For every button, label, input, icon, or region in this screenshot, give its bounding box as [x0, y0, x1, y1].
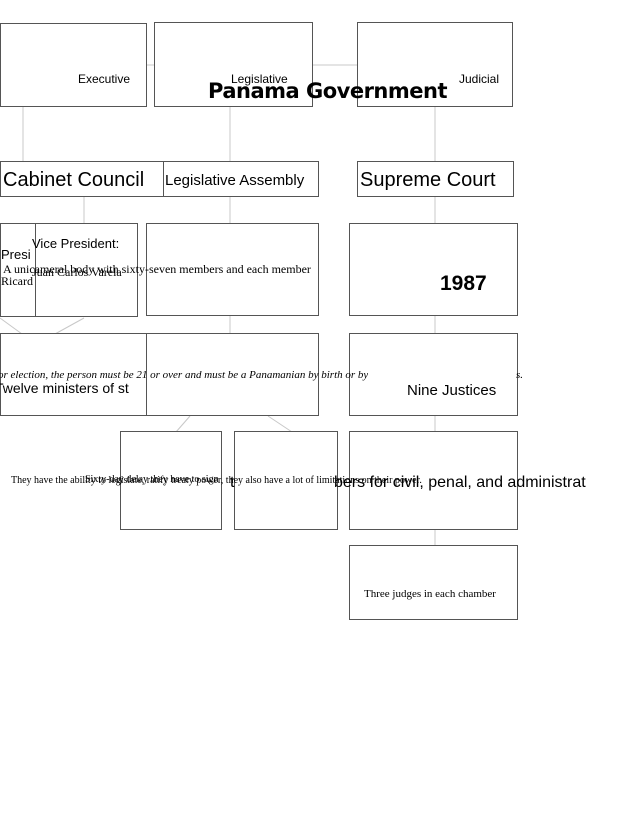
overlap-char: t — [230, 474, 235, 491]
vice-president-name: Juan Carlos Varela — [32, 265, 122, 279]
cabinet-council-label: Cabinet Council — [3, 169, 145, 191]
legislative-assembly-box: Legislative Assembly — [163, 161, 319, 197]
assembly-desc-box — [146, 223, 319, 316]
vice-president-box: Vice President: Juan Carlos Varela — [32, 223, 138, 317]
assembly-description: A unicameral body with sixty-seven membe… — [3, 262, 311, 276]
election-note-end: s. — [516, 369, 524, 381]
delay-text: Sixty-day delay they have to sign — [85, 474, 219, 485]
page-title: Panama Government — [208, 79, 448, 103]
court-year: 1987 — [440, 272, 487, 295]
judges-label: Three judges in each chamber — [364, 588, 496, 600]
election-box — [146, 333, 319, 416]
chambers-text: bers for civil, penal, and administrat — [334, 474, 586, 491]
ministers-label: Twelve ministers of st — [0, 380, 129, 396]
delay-box — [234, 431, 338, 530]
chambers-box — [349, 431, 518, 530]
election-note: or election, the person must be 21 or ov… — [0, 369, 369, 381]
justices-label: Nine Justices — [407, 382, 497, 399]
judges-box: Three judges in each chamber — [349, 545, 518, 620]
judicial-box: Judicial — [357, 22, 513, 107]
legislative-assembly-label: Legislative Assembly — [165, 172, 305, 189]
vice-president-label: Vice President: — [32, 236, 120, 251]
legislative-label: Legislative — [231, 72, 288, 86]
judicial-label: Judicial — [458, 72, 499, 86]
powers-box — [120, 431, 222, 530]
supreme-court-box: Supreme Court — [357, 161, 514, 197]
president-name: Ricard — [1, 274, 33, 288]
executive-box: Executive — [0, 23, 147, 107]
court-year-box: 1987 — [349, 223, 518, 316]
president-label: Presi — [1, 247, 31, 262]
powers-text: They have the ability to legislate, rati… — [11, 475, 422, 486]
ministers-box: Twelve ministers of st — [0, 333, 147, 416]
supreme-court-label: Supreme Court — [360, 169, 496, 191]
justices-box: Nine Justices — [349, 333, 518, 416]
president-box: Presi Ricard — [0, 223, 36, 317]
cabinet-council-box: Cabinet Council — [0, 161, 164, 197]
legislative-box: Legislative — [154, 22, 313, 107]
executive-label: Executive — [77, 72, 130, 86]
